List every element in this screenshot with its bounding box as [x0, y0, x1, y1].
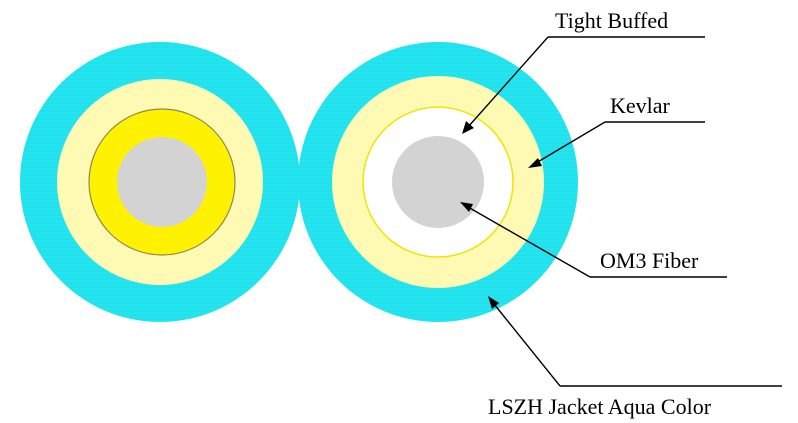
leader-kevlar — [528, 121, 705, 168]
label-jacket: LSZH Jacket Aqua Color — [488, 394, 712, 419]
leader-om3-fiber — [460, 202, 727, 278]
leader-tight-buffed — [462, 36, 705, 134]
label-kevlar: Kevlar — [610, 93, 671, 118]
right-fiber-cross-section — [298, 42, 578, 322]
left-fiber-core — [117, 137, 207, 227]
label-om3-fiber: OM3 Fiber — [600, 248, 699, 273]
label-tight-buffed: Tight Buffed — [555, 8, 668, 33]
right-fiber-core — [392, 136, 484, 228]
leader-jacket — [488, 296, 782, 387]
left-fiber-cross-section — [20, 42, 300, 322]
